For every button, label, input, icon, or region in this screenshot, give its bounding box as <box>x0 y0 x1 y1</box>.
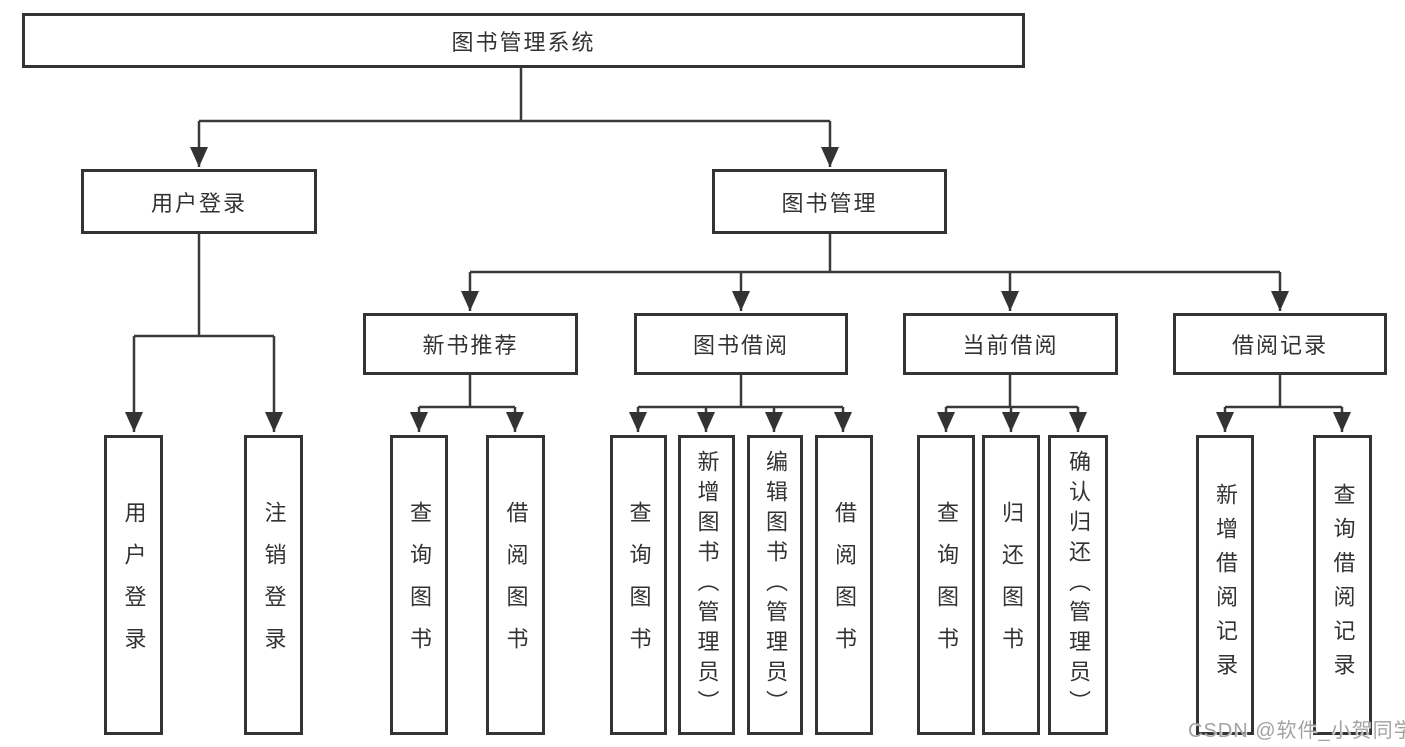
node-book-management: 图书管理 <box>712 169 947 234</box>
node-label: 注销登录 <box>261 501 287 669</box>
node-label: 当前借阅 <box>962 333 1059 358</box>
node-label: 查询图书 <box>407 501 432 669</box>
node-current-borrowing: 当前借阅 <box>903 313 1118 375</box>
node-label: 用户登录 <box>150 190 247 216</box>
node-library-management-system: 图书管理系统 <box>22 13 1025 68</box>
node-label: 确认归还（管理员） <box>1066 450 1091 720</box>
leaf-borrow-books-recommend: 借阅图书 <box>486 435 545 735</box>
csdn-watermark: CSDN @软件_小贺同学 <box>1188 720 1405 742</box>
leaf-query-books-current: 查询图书 <box>917 435 975 735</box>
node-label: 新增借阅记录 <box>1213 483 1238 687</box>
leaf-borrow-books: 借阅图书 <box>815 435 873 735</box>
node-label: 借阅图书 <box>503 501 529 669</box>
node-label: 编辑图书（管理员） <box>763 450 788 720</box>
leaf-query-borrow-records: 查询借阅记录 <box>1313 435 1372 735</box>
leaf-logout: 注销登录 <box>244 435 303 735</box>
leaf-add-borrow-record: 新增借阅记录 <box>1196 435 1254 735</box>
node-book-borrowing: 图书借阅 <box>634 313 848 375</box>
node-borrowing-records: 借阅记录 <box>1173 313 1387 375</box>
leaf-confirm-return-admin: 确认归还（管理员） <box>1048 435 1108 735</box>
node-label: 新增图书（管理员） <box>694 450 720 720</box>
leaf-query-books-recommend: 查询图书 <box>390 435 448 735</box>
node-label: 归还图书 <box>999 501 1024 669</box>
node-label: 查询图书 <box>934 501 959 669</box>
node-label: 图书管理系统 <box>451 29 596 55</box>
node-label: 借阅图书 <box>832 501 857 669</box>
leaf-edit-books-admin: 编辑图书（管理员） <box>747 435 803 735</box>
node-label: 用户登录 <box>121 501 147 669</box>
node-new-book-recommendation: 新书推荐 <box>363 313 578 375</box>
node-label: 新书推荐 <box>422 333 519 358</box>
leaf-return-books: 归还图书 <box>982 435 1040 735</box>
node-label: 借阅记录 <box>1231 333 1328 358</box>
leaf-user-login: 用户登录 <box>104 435 163 735</box>
node-label: 图书管理 <box>781 190 878 216</box>
leaf-query-books-borrowing: 查询图书 <box>610 435 667 735</box>
node-label: 图书借阅 <box>692 333 789 358</box>
node-label: 查询借阅记录 <box>1330 483 1356 687</box>
leaf-add-books-admin: 新增图书（管理员） <box>678 435 735 735</box>
node-user-login: 用户登录 <box>81 169 317 234</box>
node-label: 查询图书 <box>626 501 652 669</box>
